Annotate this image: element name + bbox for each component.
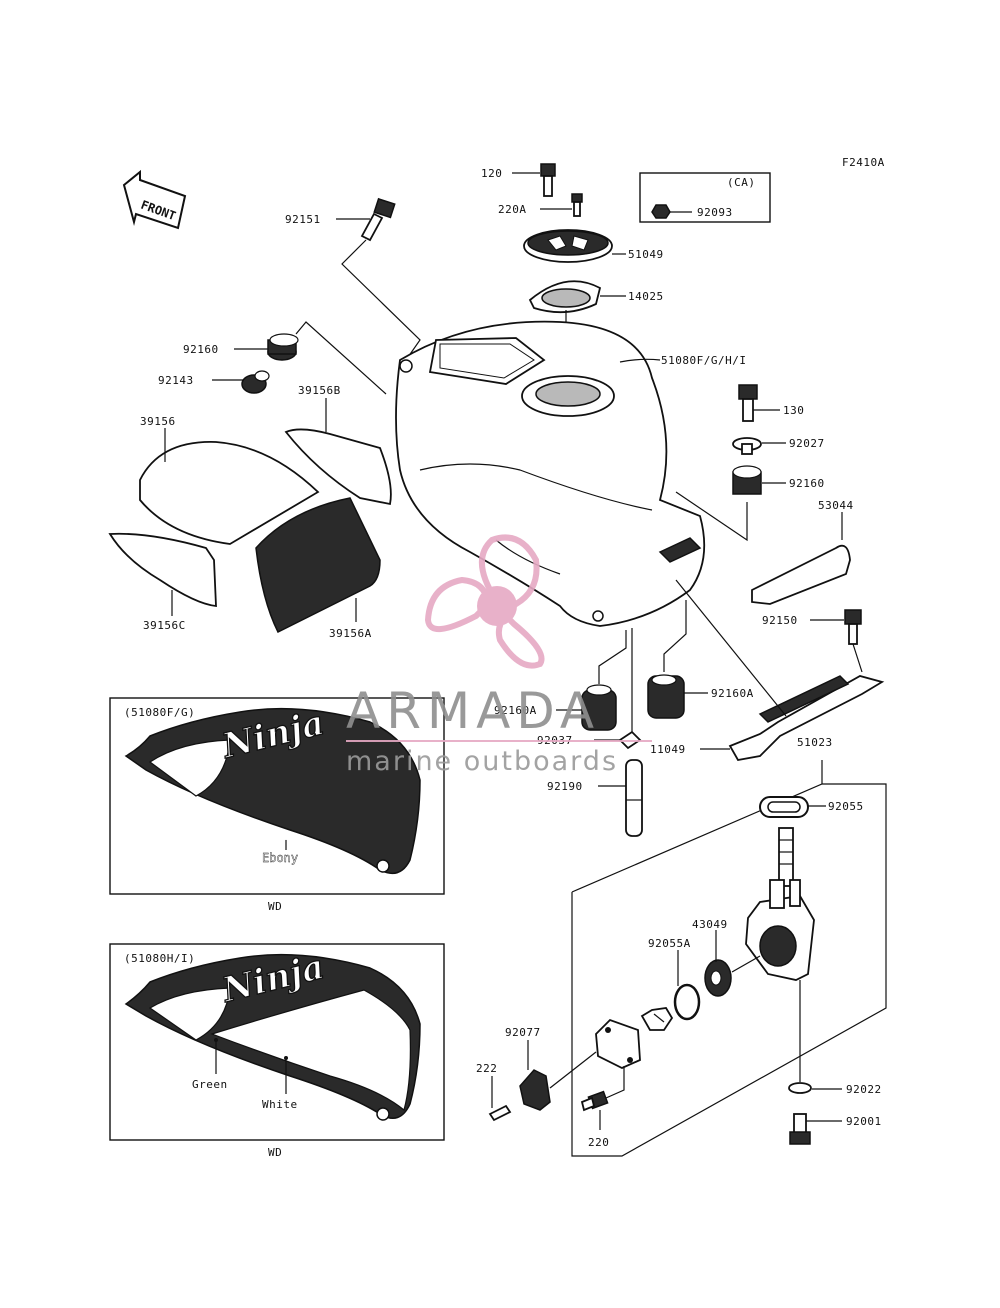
bolt-92150-icon xyxy=(844,609,862,645)
label-92055a: 92055A xyxy=(648,937,691,950)
label-92190: 92190 xyxy=(547,780,583,793)
variant-title-51080hi: (51080H/I) xyxy=(124,952,195,965)
grommet-92160-right-icon xyxy=(732,465,762,495)
nut-92093-icon xyxy=(651,204,671,219)
label-92151: 92151 xyxy=(285,213,321,226)
label-92077: 92077 xyxy=(505,1026,541,1039)
pad-39156b-icon xyxy=(284,428,392,506)
label-43049: 43049 xyxy=(692,918,728,931)
propeller-logo-icon xyxy=(424,534,545,669)
cap-ring-14025-icon xyxy=(528,280,602,314)
label-220a: 220A xyxy=(498,203,527,216)
watermark-tagline: marine outboards xyxy=(346,746,618,777)
label-92022: 92022 xyxy=(846,1083,882,1096)
label-92055: 92055 xyxy=(828,800,864,813)
cover-plate-icon xyxy=(595,1018,641,1069)
variant-caption-2: WD xyxy=(268,1146,282,1159)
label-92027: 92027 xyxy=(789,437,825,450)
cap-bolt-120-icon xyxy=(540,163,556,197)
grommet-92143-icon xyxy=(241,370,270,394)
pad-39156-icon xyxy=(139,441,320,545)
color-label-ebony: Ebony xyxy=(262,851,298,865)
label-92001: 92001 xyxy=(846,1115,882,1128)
variant-caption-1: WD xyxy=(268,900,282,913)
label-11049: 11049 xyxy=(650,743,686,756)
label-51049: 51049 xyxy=(628,248,664,261)
label-92160a-left: 92160A xyxy=(494,704,537,717)
label-92160-right: 92160 xyxy=(789,477,825,490)
bolt-130-icon xyxy=(738,384,758,422)
fuel-cap-51049-icon xyxy=(523,229,613,263)
fuel-cock-body-icon xyxy=(745,827,815,981)
ca-box-label: (CA) xyxy=(727,176,756,189)
label-51023: 51023 xyxy=(797,736,833,749)
variant-title-51080fg: (51080F/G) xyxy=(124,706,195,719)
bolt-92001-icon xyxy=(789,1113,811,1145)
o-ring-92055a-icon xyxy=(673,983,701,1021)
screw-220-icon xyxy=(580,1090,609,1112)
label-220: 220 xyxy=(588,1136,609,1149)
label-14025: 14025 xyxy=(628,290,664,303)
valve-stem-icon xyxy=(640,1007,674,1031)
label-39156c: 39156C xyxy=(143,619,186,632)
gasket-92055-icon xyxy=(759,796,809,818)
filter-43049-icon xyxy=(704,959,732,997)
pad-39156c-icon xyxy=(108,532,217,607)
ca-variant-box: (CA) 92093 xyxy=(639,172,771,223)
label-120: 120 xyxy=(481,167,502,180)
screw-222-icon xyxy=(488,1104,512,1122)
washer-92027-icon xyxy=(732,437,762,455)
label-39156a: 39156A xyxy=(329,627,372,640)
label-130: 130 xyxy=(783,404,804,417)
color-label-green: Green xyxy=(192,1078,228,1091)
label-39156: 39156 xyxy=(140,415,176,428)
fuel-tank-51080-icon xyxy=(395,320,706,627)
armada-watermark: ARMADA marine outboards xyxy=(346,534,652,777)
cap-screw-220a-icon xyxy=(571,193,583,217)
variant-box-51080hi: (51080H/I) Ninja Green White WD xyxy=(109,943,445,1159)
figure-code: F2410A xyxy=(842,156,885,169)
label-39156b: 39156B xyxy=(298,384,341,397)
label-92160a-right: 92160A xyxy=(711,687,754,700)
label-92150: 92150 xyxy=(762,614,798,627)
damper-92160a-right-icon xyxy=(647,674,685,719)
watermark-brand: ARMADA xyxy=(346,682,600,740)
pad-39156a-icon xyxy=(255,497,381,634)
front-arrow-icon: FRONT xyxy=(122,169,187,230)
bolt-92151-icon xyxy=(360,197,396,242)
hose-92190-icon xyxy=(625,759,643,837)
grommet-92160-left-icon xyxy=(267,333,299,361)
strip-53044-icon xyxy=(751,544,851,605)
color-label-white: White xyxy=(262,1098,298,1111)
lever-92077-icon xyxy=(519,1069,551,1111)
label-92143: 92143 xyxy=(158,374,194,387)
washer-92022-icon xyxy=(788,1082,812,1094)
label-51080fghi: 51080F/G/H/I xyxy=(661,354,746,367)
label-92093: 92093 xyxy=(697,206,733,219)
label-92160-left: 92160 xyxy=(183,343,219,356)
label-53044: 53044 xyxy=(818,499,854,512)
variant-box-51080fg: (51080F/G) Ninja Ebony WD xyxy=(109,697,445,913)
label-222: 222 xyxy=(476,1062,497,1075)
